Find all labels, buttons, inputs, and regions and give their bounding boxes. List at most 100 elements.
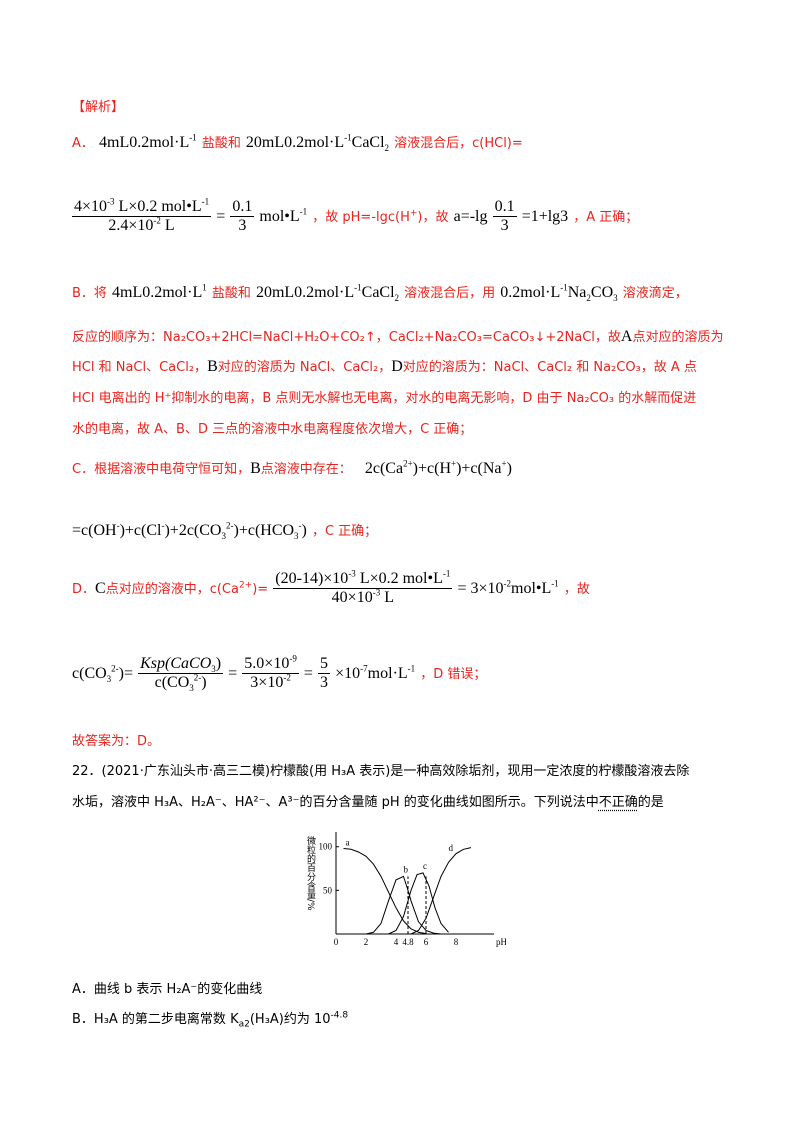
v: )= xyxy=(252,582,269,597)
y-axis-label: 微粒的百分含量/% xyxy=(305,835,316,911)
math: 20mL0.2mol·L-1CaCl2 xyxy=(245,132,390,154)
math: 4mL0.2mol·L-1 xyxy=(99,132,197,151)
text: ，故 xyxy=(563,582,590,597)
option-b-q: B．H₃A 的第二步电离常数 Ka2(H₃A)约为 10-4.8 xyxy=(72,1010,349,1030)
series-label-d: d xyxy=(449,843,454,853)
v: Cl xyxy=(146,522,162,539)
v: 4mL0.2mol xyxy=(99,134,175,151)
eq: = xyxy=(216,208,226,225)
series-line-b xyxy=(365,875,442,935)
v: CaCl xyxy=(351,134,385,151)
v: mol xyxy=(367,665,393,682)
y-tick-label: 50 xyxy=(323,885,333,895)
denominator: 3 xyxy=(238,217,247,234)
x-tick-label: 4.8 xyxy=(402,937,414,947)
v: Ca xyxy=(385,460,404,477)
numerator: 0.1 xyxy=(230,198,255,217)
eq: = xyxy=(303,665,313,682)
series-label-c: c xyxy=(423,861,427,871)
denominator: 3 xyxy=(500,217,509,234)
v: L xyxy=(334,134,345,151)
v: 40×10 xyxy=(331,589,373,606)
text: ，故 pH=-lgc(H+)，故 xyxy=(312,208,449,225)
numerator: 5.0×10-9 xyxy=(242,653,299,674)
denominator: 40×10-3 L xyxy=(331,587,394,606)
v: =1+lg3 xyxy=(521,208,569,225)
label-b: B．将 xyxy=(72,286,107,301)
option-d-line2: c(CO32-)= Ksp(CaCO3) c(CO32-) = 5.0×10-9… xyxy=(72,653,487,694)
v: CaCl xyxy=(361,284,395,301)
v: L xyxy=(380,589,394,606)
option-a-q: A．曲线 b 表示 H₂A⁻的变化曲线 xyxy=(72,982,263,997)
heading: 【解析】 xyxy=(72,100,125,115)
text: ，D 错误； xyxy=(420,667,487,682)
v: L xyxy=(397,665,408,682)
v: mol•L xyxy=(259,208,300,225)
v: B．H₃A 的第二步电离常数 K xyxy=(72,1012,239,1027)
v: c(CO xyxy=(154,674,190,691)
v: 点对应的溶质为 xyxy=(632,330,724,345)
fraction: (20-14)×10-3 L×0.2 mol•L-1 40×10-3 L xyxy=(273,568,453,607)
v: 对应的溶质为：NaCl、CaCl₂ 和 Na₂CO₃，故 A 点 xyxy=(402,360,697,375)
v: = 3×10 xyxy=(457,580,504,597)
option-b-line4: HCl 电离出的 H⁺抑制水的电离，B 点则无水解也无电离，对水的电离无影响，D… xyxy=(72,391,697,406)
v: H xyxy=(439,460,451,477)
v: 反应的顺序为：Na₂CO₃+2HCl=NaCl+H₂O+CO₂↑，CaCl₂+N… xyxy=(72,330,621,345)
series-line-c xyxy=(388,872,449,935)
v: A xyxy=(620,328,633,345)
v: 2c xyxy=(364,460,380,477)
v: 4mL0.2mol xyxy=(112,284,188,301)
text: 溶液混合后，用 xyxy=(404,286,496,301)
denominator: c(CO32-) xyxy=(154,672,207,694)
text: ，C 正确； xyxy=(311,524,378,539)
option-c-line2: =c(OH-)+c(Cl-)+2c(CO32-)+c(HCO3-) ，C 正确； xyxy=(72,520,378,541)
v: B xyxy=(250,460,261,477)
v: L×0.2 mol•L xyxy=(114,198,202,215)
v: )+c xyxy=(119,522,142,539)
v: ，故 pH=-lgc(H xyxy=(312,210,410,225)
v: 20mL0.2mol xyxy=(245,134,330,151)
v: C xyxy=(95,580,106,597)
v: = xyxy=(124,665,134,682)
math: 2c(Ca2+)+c(H+)+c(Na+) xyxy=(364,458,512,477)
eq: = xyxy=(228,665,238,682)
numerator: Ksp(CaCO3) xyxy=(138,655,224,675)
text: ，A 正确； xyxy=(573,210,639,225)
v: c xyxy=(72,665,80,682)
text: 点溶液中存在： xyxy=(260,462,352,477)
x-axis-label: pH xyxy=(496,937,506,947)
v: Ksp(CaCO xyxy=(140,655,212,672)
v: L xyxy=(550,284,561,301)
math: ×10-7mol·L-1 xyxy=(335,663,416,682)
v: 点对应的溶液中，c(Ca xyxy=(105,582,239,597)
text: 点对应的溶液中，c(Ca2+)= xyxy=(105,580,269,597)
series-label-a: a xyxy=(346,837,350,847)
v: L xyxy=(344,284,355,301)
numerator: (20-14)×10-3 L×0.2 mol•L-1 xyxy=(273,568,453,589)
v: CO xyxy=(199,522,222,539)
option-d-line1: D．C点对应的溶液中，c(Ca2+)= (20-14)×10-3 L×0.2 m… xyxy=(72,568,590,607)
x-tick-label: 2 xyxy=(364,937,369,947)
v: -4.8 xyxy=(330,1010,349,1021)
option-c-line1: C．根据溶液中电荷守恒可知，B点溶液中存在： 2c(Ca2+)+c(H+)+c(… xyxy=(72,458,512,478)
emphasis: 不正确 xyxy=(598,795,638,810)
label-a: A． xyxy=(72,136,94,151)
v: CO xyxy=(590,284,614,301)
v: )+2c xyxy=(164,522,194,539)
option-a-line1: A． 4mL0.2mol·L-1 盐酸和 20mL0.2mol·L-1CaCl2… xyxy=(72,132,523,154)
v: )，故 xyxy=(417,210,449,225)
v: 5.0×10 xyxy=(244,655,290,672)
numerator: 5 xyxy=(318,655,331,674)
v: +c xyxy=(238,522,255,539)
v: Na xyxy=(482,460,502,477)
v: B xyxy=(207,358,218,375)
v: 20mL0.2mol xyxy=(255,284,340,301)
math: 20mL0.2mol·L-1CaCl2 xyxy=(255,282,400,304)
v: CO xyxy=(84,665,107,682)
x-tick-label: 4 xyxy=(394,937,399,947)
v: a=-lg xyxy=(453,208,488,225)
fraction: 5.0×10-9 3×10-2 xyxy=(242,653,299,692)
